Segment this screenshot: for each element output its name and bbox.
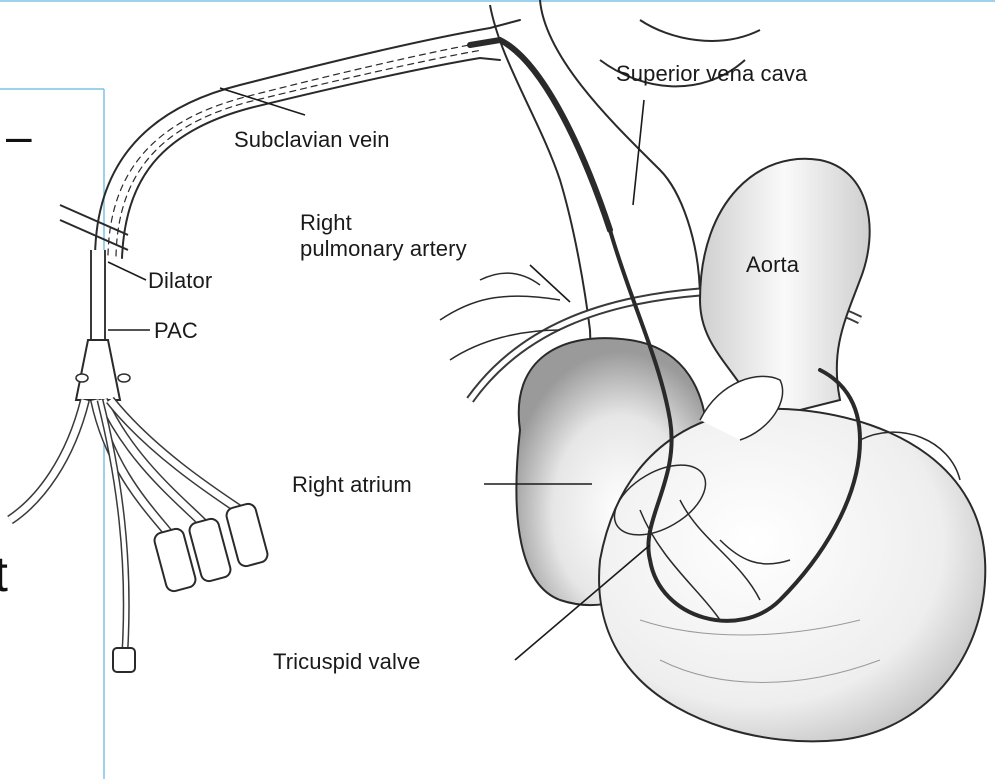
label-right-pulmonary-artery: Right pulmonary artery xyxy=(300,210,467,262)
catheter-lumens xyxy=(10,400,269,672)
label-dilator: Dilator xyxy=(148,269,212,293)
label-right-atrium: Right atrium xyxy=(292,473,412,497)
label-tricuspid-valve: Tricuspid valve xyxy=(273,650,420,674)
slide-partial-glyph: t xyxy=(0,548,8,600)
aorta xyxy=(700,159,870,420)
label-superior-vena-cava: Superior vena cava xyxy=(616,62,807,86)
label-pac: PAC xyxy=(154,319,198,343)
label-subclavian-vein: Subclavian vein xyxy=(234,128,390,152)
slide-dash-fragment: – xyxy=(6,112,32,160)
label-aorta: Aorta xyxy=(746,253,799,277)
catheter-hub-assembly xyxy=(60,205,130,400)
